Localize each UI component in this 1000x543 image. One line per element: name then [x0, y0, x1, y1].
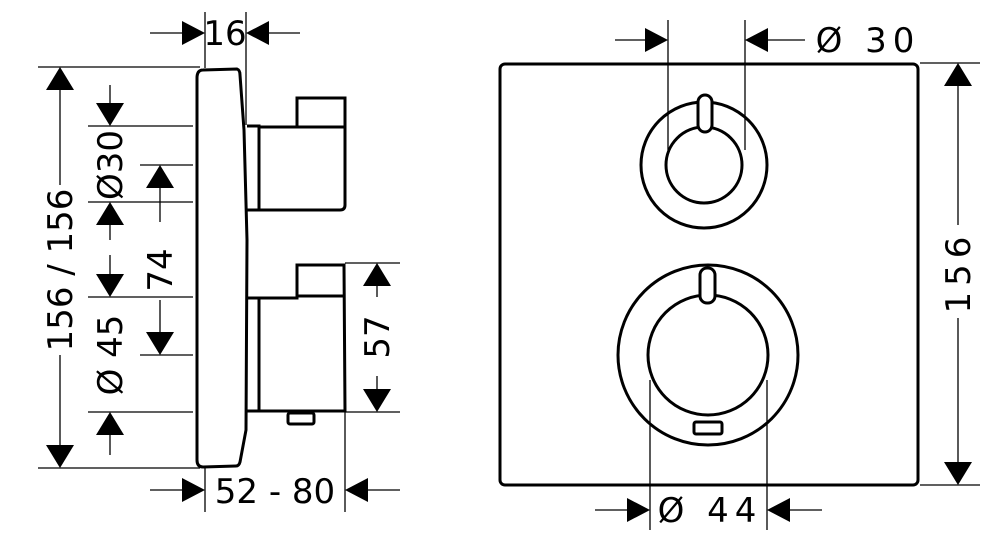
arrow-icon — [944, 462, 972, 485]
lower-knob-tab — [692, 420, 724, 436]
arrow-icon — [146, 165, 174, 188]
dim-diameter-30-front: Ø 30 — [816, 21, 921, 61]
arrow-icon — [96, 412, 124, 435]
arrow-icon — [363, 263, 391, 286]
arrow-icon — [46, 67, 74, 90]
arrow-icon — [345, 478, 368, 502]
dim-156-front: 156 — [939, 231, 979, 314]
lower-knob-side — [247, 263, 347, 413]
arrow-icon — [182, 21, 205, 45]
dim-52-80: 52 - 80 — [215, 472, 335, 512]
arrow-icon — [627, 498, 650, 522]
arrow-icon — [363, 389, 391, 412]
front-view: Ø 30 156 Ø 44 — [498, 20, 980, 531]
arrow-icon — [944, 63, 972, 86]
dim-16: 16 — [203, 14, 246, 54]
dim-diameter-44: Ø 44 — [658, 491, 763, 531]
arrow-icon — [767, 498, 790, 522]
lower-knob-handle — [698, 266, 717, 305]
arrow-icon — [246, 21, 269, 45]
lower-knob-rosette — [616, 263, 800, 447]
arrow-icon — [46, 445, 74, 468]
dim-156-156: 156 / 156 — [41, 189, 81, 352]
dim-57: 57 — [358, 315, 398, 358]
arrow-icon — [96, 202, 124, 225]
arrow-icon — [96, 274, 124, 297]
dim-diameter-45: Ø 45 — [91, 315, 131, 396]
arrow-icon — [645, 28, 668, 52]
lower-knob — [646, 293, 770, 417]
upper-knob — [664, 125, 744, 205]
arrow-icon — [146, 332, 174, 355]
upper-knob-side — [247, 96, 347, 212]
side-view: 16 156 / 156 Ø30 74 Ø 45 — [38, 12, 400, 512]
arrow-icon — [745, 28, 768, 52]
arrow-icon — [96, 103, 124, 126]
cover-plate-side — [195, 67, 249, 469]
lower-knob-tab — [286, 411, 316, 426]
cover-plate-front — [498, 62, 920, 487]
dim-diameter-30-side: Ø30 — [91, 130, 131, 200]
arrow-icon — [182, 478, 205, 502]
dim-74: 74 — [141, 248, 181, 291]
upper-knob-handle — [696, 93, 714, 134]
